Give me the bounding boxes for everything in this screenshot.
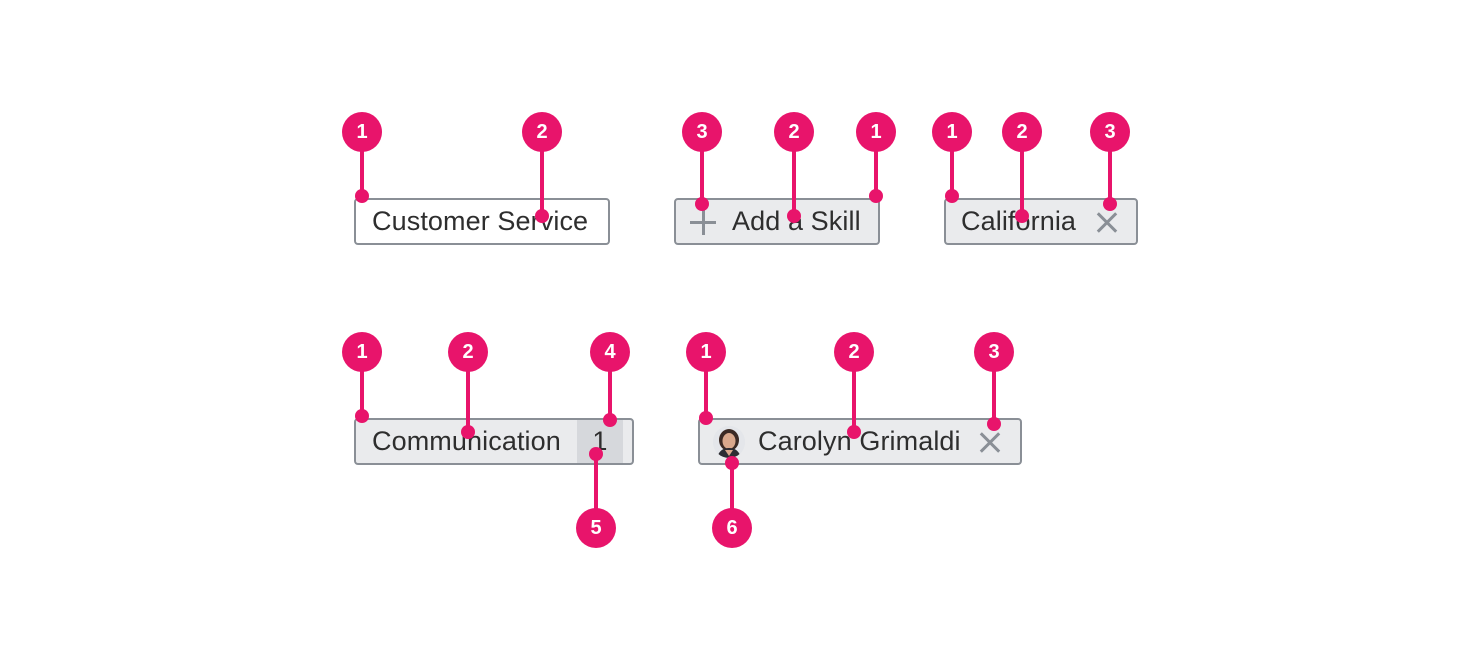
callout-anchor-dot	[1015, 209, 1029, 223]
callout-anchor-dot	[787, 209, 801, 223]
callout-leader	[466, 370, 470, 432]
callout-marker: 1	[856, 112, 896, 152]
callout-leader	[874, 150, 878, 196]
callout-marker: 1	[342, 112, 382, 152]
avatar-portrait	[713, 425, 745, 458]
callout-anchor-dot	[535, 209, 549, 223]
avatar	[713, 425, 745, 458]
callout-marker: 2	[1002, 112, 1042, 152]
callout-leader	[992, 370, 996, 424]
callout-marker: 2	[448, 332, 488, 372]
callout-marker: 1	[342, 332, 382, 372]
callout-anchor-dot	[725, 456, 739, 470]
callout-anchor-dot	[847, 425, 861, 439]
callout-anchor-dot	[461, 425, 475, 439]
callout-marker: 2	[834, 332, 874, 372]
callout-marker: 3	[974, 332, 1014, 372]
callout-marker: 3	[1090, 112, 1130, 152]
callout-anchor-dot	[603, 413, 617, 427]
close-icon[interactable]	[979, 431, 1001, 453]
callout-leader	[852, 370, 856, 432]
callout-leader	[540, 150, 544, 216]
callout-anchor-dot	[355, 409, 369, 423]
callout-marker: 2	[774, 112, 814, 152]
callout-leader	[1020, 150, 1024, 216]
callout-leader	[792, 150, 796, 216]
callout-leader	[950, 150, 954, 196]
callout-leader	[730, 462, 734, 512]
callout-anchor-dot	[695, 197, 709, 211]
callout-marker: 1	[686, 332, 726, 372]
callout-marker: 5	[576, 508, 616, 548]
callout-anchor-dot	[987, 417, 1001, 431]
callout-leader	[1108, 150, 1112, 204]
callout-marker: 6	[712, 508, 752, 548]
close-icon[interactable]	[1096, 211, 1118, 233]
basic-chip[interactable]: Customer Service	[354, 198, 610, 245]
callout-leader	[700, 150, 704, 204]
callout-anchor-dot	[1103, 197, 1117, 211]
callout-marker: 4	[590, 332, 630, 372]
callout-marker: 2	[522, 112, 562, 152]
callout-anchor-dot	[699, 411, 713, 425]
callout-leader	[594, 454, 598, 512]
plus-icon	[690, 208, 716, 235]
callout-anchor-dot	[589, 447, 603, 461]
callout-marker: 3	[682, 112, 722, 152]
callout-leader	[608, 370, 612, 420]
callout-leader	[360, 370, 364, 416]
callout-marker: 1	[932, 112, 972, 152]
basic-chip-label: Customer Service	[372, 206, 589, 236]
callout-leader	[704, 370, 708, 416]
callout-anchor-dot	[355, 189, 369, 203]
callout-anchor-dot	[869, 189, 883, 203]
callout-anchor-dot	[945, 189, 959, 203]
callout-leader	[360, 150, 364, 196]
person-chip[interactable]: Carolyn Grimaldi	[698, 418, 1022, 465]
